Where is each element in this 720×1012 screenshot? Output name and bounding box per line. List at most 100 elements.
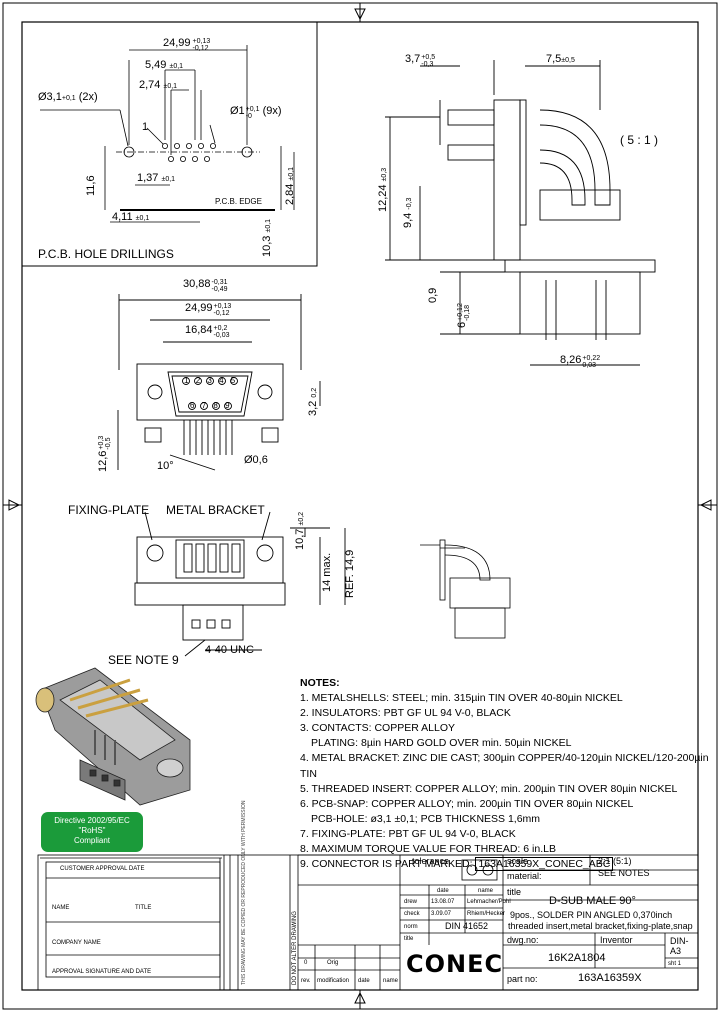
drawing-subtitle-1: 9pos., SOLDER PIN ANGLED 0,370inch: [510, 910, 673, 920]
approval-footer: APPROVAL SIGNATURE AND DATE: [52, 969, 152, 975]
dim-6: 6+0,12-0,18: [456, 303, 471, 328]
material-label: material:: [507, 871, 542, 881]
note-5: 5. THREADED INSERT: COPPER ALLOY; min. 2…: [300, 782, 678, 795]
scale-field-value: 2:1 (5:1): [598, 856, 632, 866]
dim-24-99-front: 24,99+0,13-0,12: [185, 302, 232, 318]
dim-pin-0-6: Ø0,6: [244, 454, 268, 466]
pcb-edge-label: P.C.B. EDGE: [215, 197, 262, 206]
check-name: Rhiem/Hecker: [467, 911, 506, 917]
dim-30-88: 30,88-0,31-0,49: [183, 278, 228, 294]
date-label: date: [358, 978, 370, 984]
scale-label: ( 5 : 1 ): [620, 133, 659, 147]
dim-0-9: 0,9: [427, 287, 439, 303]
norm-value: DIN 41652: [445, 921, 489, 931]
rohs-badge: Directive 2002/95/EC "RoHS" Compliant: [41, 812, 143, 852]
dim-4-11: 4,11 ±0,1: [112, 211, 150, 223]
rev-value: 0: [304, 960, 308, 966]
drew-date: 13.08.07: [431, 899, 455, 905]
pcb-drilling-frame: [21, 21, 318, 267]
name-label: name: [383, 978, 399, 984]
note-4: 4. METAL BRACKET: ZINC DIE CAST; 300µin …: [300, 752, 709, 780]
dim-angle-10: 10°: [157, 460, 174, 472]
note-3-plating: PLATING: 8µin HARD GOLD OVER min. 50µin …: [311, 737, 572, 750]
title-block-grid: [37, 854, 699, 991]
drew-label: drew: [404, 899, 418, 905]
dim-11-6: 11,6: [85, 175, 97, 196]
pcb-drilling-title: P.C.B. HOLE DRILLINGS: [38, 247, 174, 261]
approval-title-field: TITLE: [135, 905, 152, 911]
dim-5-49: 5,49 ±0,1: [145, 59, 184, 71]
rohs-line-1: Directive 2002/95/EC: [54, 816, 130, 825]
part-marking: 163A16359X_CONEC_ABC: [475, 857, 614, 872]
norm-label: norm: [404, 924, 418, 930]
dim-2-84: 2,84 ±0,1: [284, 166, 296, 205]
dim-9-4: 9,4 -0,3: [402, 197, 414, 228]
tolerance-label: tolerance: [412, 856, 450, 866]
dim-12-24: 12,24 ±0,3: [377, 167, 389, 212]
title-field-label: title: [507, 887, 522, 897]
inventor-label: Inventor: [600, 935, 633, 945]
approval-name: NAME: [52, 905, 70, 911]
note-9: 9. CONNECTOR IS PART MARKED: 163A16359X_…: [300, 857, 720, 872]
dim-3-2: 3,2 0,2: [307, 387, 319, 416]
company-logo: CONEC: [406, 950, 504, 978]
dim-hole-3-1: Ø3,1+0,1 (2x): [38, 91, 98, 103]
pin-1-marker: 1: [142, 121, 149, 133]
note-7: 7. FIXING-PLATE: PBT GF UL 94 V-0, BLACK: [300, 827, 516, 840]
check-label: check: [404, 911, 420, 917]
name-header: name: [478, 888, 494, 894]
drawing-title: D-SUB MALE 90°: [549, 895, 636, 907]
part-label: part no:: [507, 974, 538, 984]
title-label-small: title: [404, 936, 414, 942]
small-side-view: [420, 539, 511, 639]
sheet-format: DIN-A3: [670, 936, 689, 956]
dim-14-max: 14 max.: [321, 552, 333, 592]
approval-title: CUSTOMER APPROVAL DATE: [60, 866, 145, 872]
dwg-number: 16K2A1804: [548, 952, 606, 964]
material-value: SEE NOTES: [598, 868, 650, 878]
notes-section: NOTES: 1. METALSHELLS: STEEL; min. 315µi…: [300, 676, 720, 872]
notes-heading: NOTES:: [300, 677, 340, 689]
connector-3d-illustration: [35, 667, 191, 806]
dim-24-99: 24,99+0,13-0,12: [163, 37, 211, 53]
note-8: 8. MAXIMUM TORQUE VALUE FOR THREAD: 6 in…: [300, 843, 556, 856]
scale-field-label: scale: [507, 856, 529, 866]
front-view-figure: [117, 294, 321, 471]
label-metal-bracket: METAL BRACKET: [166, 503, 265, 517]
do-not-alter: DO NOT ALTER DRAWING: [292, 911, 298, 985]
dwg-label: dwg.no:: [507, 935, 539, 945]
dim-10-3: 10,3 ±0,1: [261, 218, 273, 257]
center-marks: [3, 3, 717, 1009]
pins-top-row: 1 2 3 4 5: [184, 376, 236, 385]
drew-name: Lehmacher/Pohl: [467, 899, 511, 905]
dim-10-7: 10,7 ±0,2: [294, 511, 306, 550]
note-2: 2. INSULATORS: PBT GF UL 94 V-0, BLACK: [300, 707, 511, 720]
check-date: 3.09.07: [431, 911, 452, 917]
label-thread: 4-40 UNC: [205, 644, 254, 656]
label-fixing-plate: FIXING-PLATE: [68, 503, 150, 517]
dim-3-7: 3,7+0,5-0,3: [405, 53, 436, 69]
note-6-hole: PCB-HOLE: ø3,1 ±0,1; PCB THICKNESS 1,6mm: [311, 812, 541, 825]
dim-ref-14-9: REF. 14,9: [344, 549, 356, 598]
drawing-subtitle-2: threaded insert,metal bracket,fixing-pla…: [508, 921, 693, 931]
pins-bottom-row: 6 7 8 9: [190, 401, 230, 410]
dim-12-6: 12,6+0,3-0,5: [97, 435, 112, 472]
note-3: 3. CONTACTS: COPPER ALLOY: [300, 722, 456, 735]
date-header: date: [437, 888, 449, 894]
pcb-drilling-figure: [40, 45, 295, 223]
rev-label: rev.: [301, 978, 311, 984]
dim-1-37: 1,37 ±0,1: [137, 172, 176, 184]
modification-label: modification: [317, 978, 350, 984]
note-6: 6. PCB-SNAP: COPPER ALLOY; min. 200µin T…: [300, 797, 634, 810]
side-view-figure: [385, 60, 656, 366]
label-see-note-9: SEE NOTE 9: [108, 653, 179, 667]
sheet-number: sht 1: [668, 961, 682, 967]
part-number: 163A16359X: [578, 972, 642, 984]
orig-value: Orig: [327, 960, 339, 966]
note-1: 1. METALSHELLS: STEEL; min. 315µin TIN O…: [300, 692, 623, 705]
rohs-line-2: "RoHS": [78, 826, 106, 835]
dim-16-84: 16,84+0,2-0,03: [185, 324, 230, 340]
confidential-note: THIS DRAWING MAY BE COPIED OR REPRODUCED…: [241, 800, 247, 985]
